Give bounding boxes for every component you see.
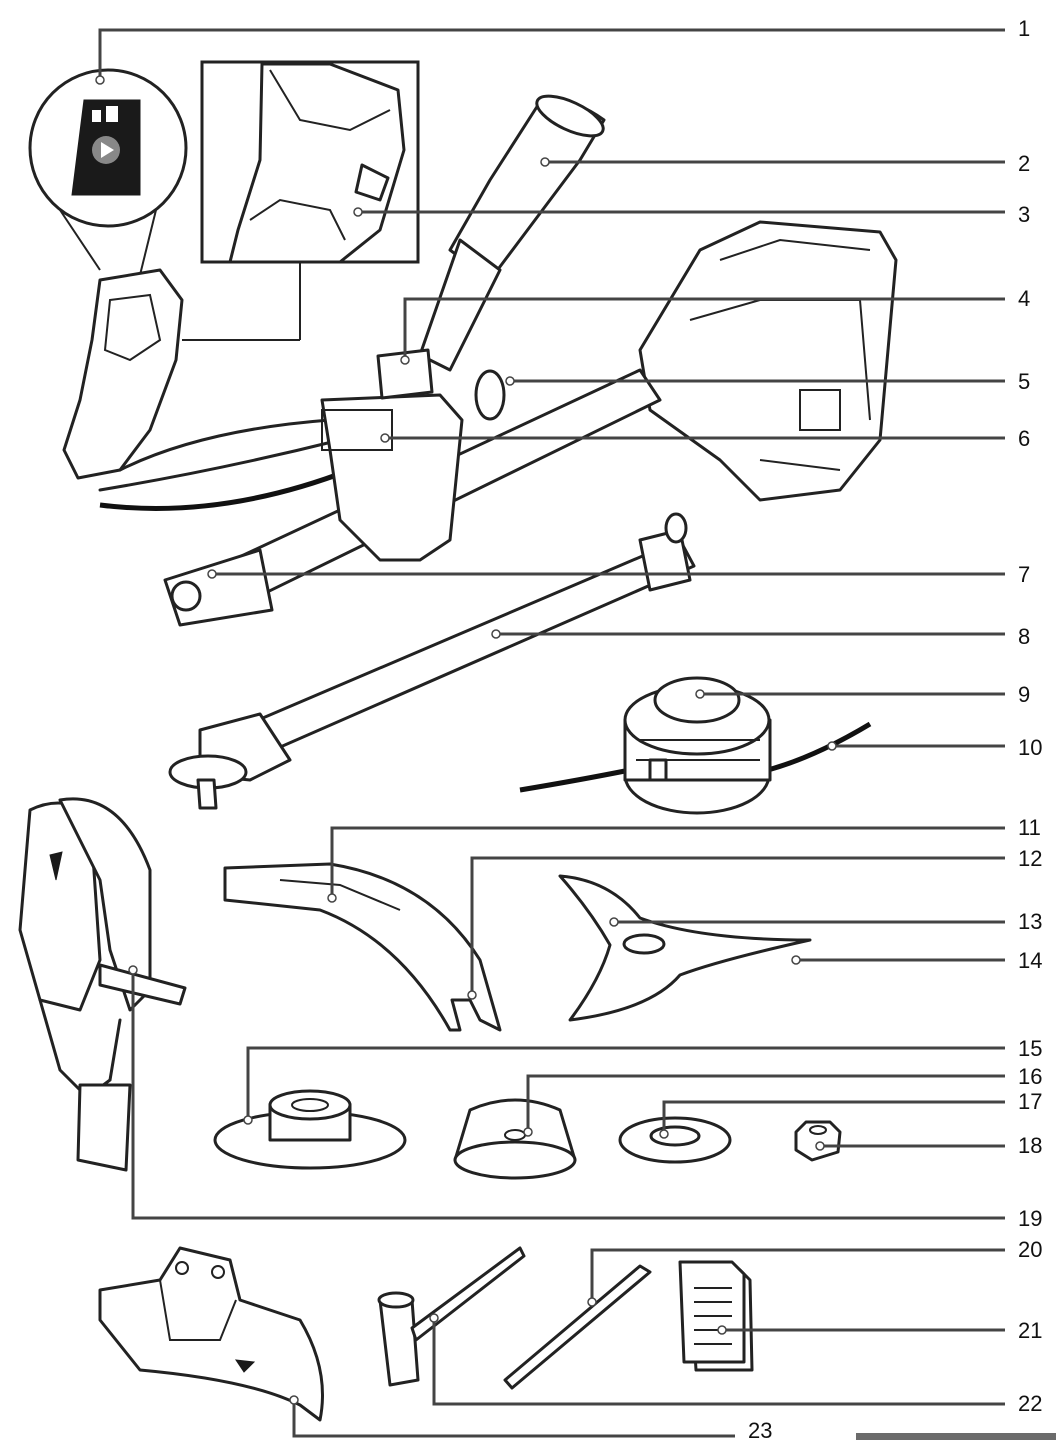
- leader-dot-3: [353, 207, 363, 217]
- callout-leaders: [95, 28, 1005, 1438]
- leader-line-23: [292, 1400, 735, 1438]
- leader-dot-15: [243, 1115, 253, 1125]
- nut: [794, 1120, 842, 1162]
- front-handle: [418, 94, 606, 372]
- blade-guard: [223, 862, 502, 1032]
- leader-dot-11: [327, 893, 337, 903]
- trimmer-head: [519, 676, 872, 815]
- leader-dot-18: [815, 1141, 825, 1151]
- three-tooth-blade: [558, 874, 812, 1022]
- leader-dot-22: [429, 1313, 439, 1323]
- leader-dot-8: [491, 629, 501, 639]
- motor-housing: [638, 220, 898, 502]
- leader-dot-1: [95, 75, 105, 85]
- socket-wrench: [377, 1246, 526, 1387]
- callout-label-15: 15: [1018, 1036, 1042, 1061]
- callout-label-3: 3: [1018, 202, 1030, 227]
- callout-label-18: 18: [1018, 1133, 1042, 1158]
- leader-line-19: [131, 970, 1005, 1220]
- callout-label-6: 6: [1018, 426, 1030, 451]
- leader-dot-6: [380, 433, 390, 443]
- leader-dot-4: [400, 355, 410, 365]
- callout-label-19: 19: [1018, 1206, 1042, 1231]
- callout-label-8: 8: [1018, 624, 1030, 649]
- leader-dot-2: [540, 157, 550, 167]
- leader-dot-13: [609, 917, 619, 927]
- line-guard: [98, 1246, 324, 1422]
- leader-line-12: [470, 856, 1005, 995]
- callout-label-11: 11: [1018, 815, 1041, 840]
- callout-label-7: 7: [1018, 562, 1030, 587]
- callout-label-21: 21: [1018, 1318, 1042, 1343]
- leader-dot-10: [827, 741, 837, 751]
- leader-line-20: [590, 1248, 1005, 1302]
- leader-dot-7: [207, 569, 217, 579]
- footer-bar: [856, 1433, 1056, 1440]
- main-shaft: [163, 348, 662, 627]
- leader-dot-21: [717, 1325, 727, 1335]
- callout-label-17: 17: [1018, 1089, 1042, 1114]
- leader-line-1: [98, 28, 1005, 80]
- callout-label-1: 1: [1018, 16, 1030, 41]
- callout-label-5: 5: [1018, 369, 1030, 394]
- callout-label-23: 23: [748, 1418, 772, 1440]
- callout-label-9: 9: [1018, 682, 1030, 707]
- battery-indicator-icon: [92, 106, 118, 122]
- callout-label-10: 10: [1018, 735, 1042, 760]
- flange-washer: [213, 1089, 407, 1170]
- leader-dot-9: [695, 689, 705, 699]
- callout-label-14: 14: [1018, 948, 1042, 973]
- user-manual: [678, 1260, 754, 1372]
- leader-dot-14: [791, 955, 801, 965]
- hex-rod: [503, 1264, 652, 1390]
- leader-line-16: [526, 1074, 1005, 1132]
- leader-dot-16: [523, 1127, 533, 1137]
- leader-line-22: [432, 1318, 1005, 1406]
- leader-dot-12: [467, 990, 477, 1000]
- leader-line-11: [330, 826, 1005, 898]
- shoulder-harness: [18, 797, 187, 1172]
- callout-label-13: 13: [1018, 909, 1042, 934]
- indicator-panel-callout: [28, 68, 188, 276]
- leader-dot-19: [128, 965, 138, 975]
- leader-line-17: [662, 1100, 1005, 1134]
- leader-dot-5: [505, 376, 515, 386]
- leader-dot-23: [289, 1395, 299, 1405]
- washer: [618, 1116, 732, 1164]
- callout-label-20: 20: [1018, 1237, 1042, 1262]
- trigger-inset: [182, 60, 420, 341]
- leader-line-4: [403, 297, 1005, 360]
- leader-line-15: [246, 1046, 1005, 1120]
- leader-dot-17: [659, 1129, 669, 1139]
- leader-dot-20: [587, 1297, 597, 1307]
- callout-label-12: 12: [1018, 846, 1042, 871]
- callout-label-4: 4: [1018, 286, 1030, 311]
- callout-label-16: 16: [1018, 1064, 1042, 1089]
- play-button-icon: [92, 136, 120, 164]
- callout-label-22: 22: [1018, 1391, 1042, 1416]
- callout-label-2: 2: [1018, 151, 1030, 176]
- support-cup: [453, 1098, 577, 1180]
- rear-handle: [62, 268, 351, 511]
